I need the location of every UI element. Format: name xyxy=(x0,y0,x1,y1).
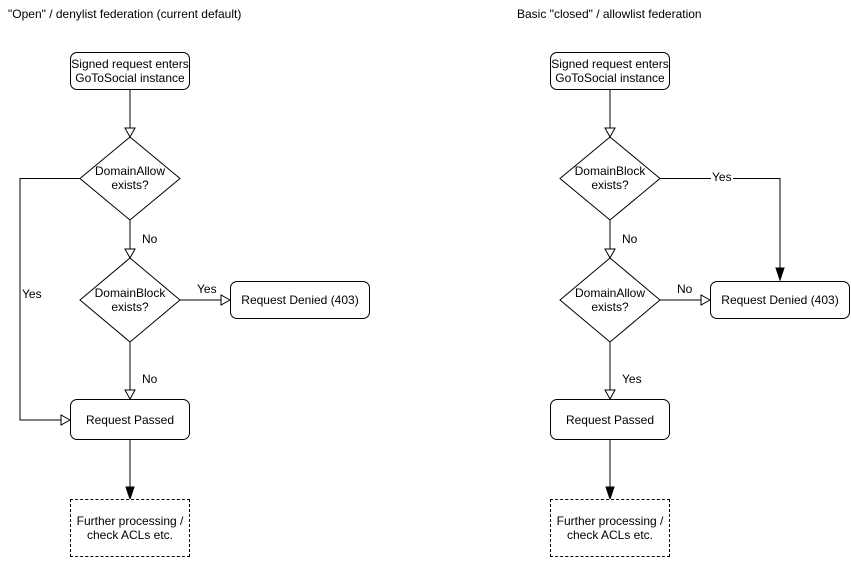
left-chart-title: "Open" / denylist federation (current de… xyxy=(8,7,242,21)
arrowhead-filled-icon xyxy=(605,486,615,501)
left-edge-label-block-yes: Yes xyxy=(196,282,218,296)
left-start-node: Signed request enters GoToSocial instanc… xyxy=(70,52,190,90)
arrowhead-hollow-icon xyxy=(604,389,616,401)
arrowhead-hollow-icon xyxy=(604,127,616,139)
arrowhead-filled-icon xyxy=(775,267,785,282)
left-edge-label-allow-yes: Yes xyxy=(21,287,43,301)
arrowhead-hollow-icon xyxy=(700,294,712,306)
left-passed-node: Request Passed xyxy=(70,399,190,440)
left-edge-label-block-no: No xyxy=(141,372,159,386)
arrowhead-hollow-icon xyxy=(124,389,136,401)
right-start-node: Signed request enters GoToSocial instanc… xyxy=(550,52,670,90)
right-chart-title: Basic "closed" / allowlist federation xyxy=(517,7,702,21)
left-decision-allow-diamond xyxy=(79,136,181,221)
edge-left-allow-yes-to-passed xyxy=(19,178,80,421)
arrowhead-hollow-icon xyxy=(60,414,72,426)
arrowhead-hollow-icon xyxy=(124,127,136,139)
arrowhead-filled-icon xyxy=(125,486,135,501)
right-decision-block-diamond xyxy=(559,136,661,221)
right-denied-node: Request Denied (403) xyxy=(710,281,850,319)
right-edge-label-block-yes: Yes xyxy=(711,170,733,184)
arrowhead-hollow-icon xyxy=(220,294,232,306)
left-denied-node: Request Denied (403) xyxy=(230,281,370,319)
arrowhead-hollow-icon xyxy=(604,248,616,260)
right-edge-label-allow-yes: Yes xyxy=(621,372,643,386)
left-decision-block-diamond xyxy=(79,257,181,343)
right-edge-label-allow-no: No xyxy=(676,282,694,296)
right-edge-label-block-no: No xyxy=(621,232,639,246)
left-further-processing-node: Further processing / check ACLs etc. xyxy=(70,499,190,557)
right-decision-allow-diamond xyxy=(559,257,661,343)
arrowhead-hollow-icon xyxy=(124,248,136,260)
left-edge-label-allow-no: No xyxy=(141,232,159,246)
edge-right-block-yes-to-denied xyxy=(660,178,781,268)
right-passed-node: Request Passed xyxy=(550,399,670,440)
right-further-processing-node: Further processing / check ACLs etc. xyxy=(550,499,670,557)
